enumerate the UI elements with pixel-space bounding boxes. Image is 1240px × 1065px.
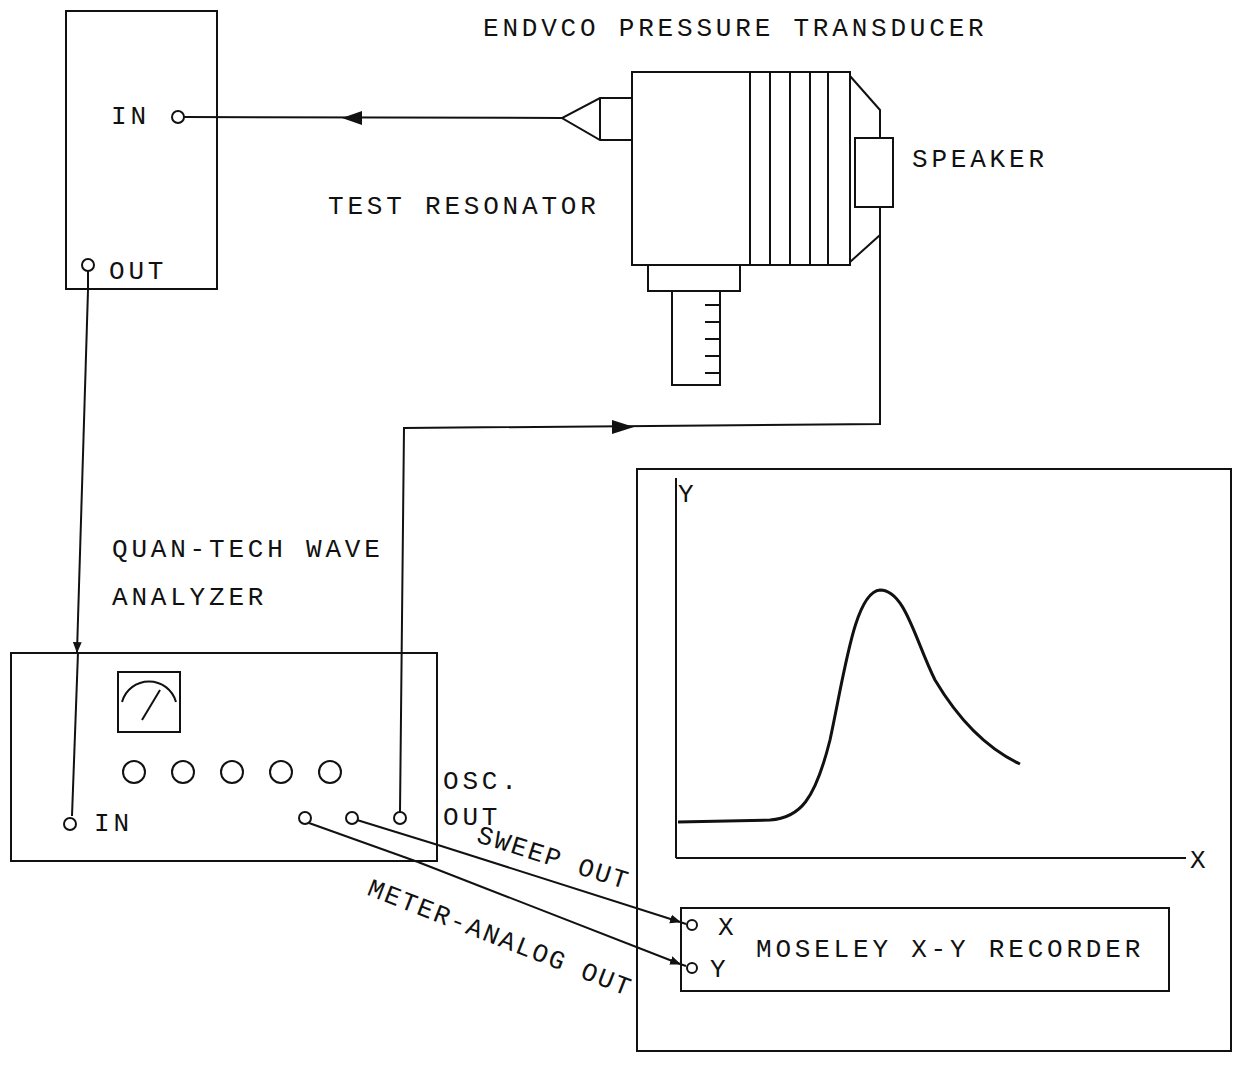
instrument-box: X MOSELEY X-Y RECORDER Y bbox=[680, 907, 1170, 992]
scale-tick bbox=[705, 355, 720, 357]
resonance-curve bbox=[678, 590, 1020, 822]
pressure-transducer bbox=[562, 98, 632, 140]
box-label: X bbox=[1190, 846, 1209, 876]
cable-label: SWEEP OUT bbox=[474, 822, 633, 895]
part-label: SPEAKER bbox=[912, 145, 1048, 175]
resonator-ring bbox=[789, 72, 791, 265]
wire-stub bbox=[87, 271, 89, 290]
terminal bbox=[687, 920, 697, 930]
knob bbox=[319, 761, 341, 783]
terminal bbox=[394, 812, 406, 824]
box-label: OUT bbox=[109, 257, 167, 287]
knob bbox=[270, 761, 292, 783]
terminal bbox=[64, 818, 76, 830]
box-label: Y bbox=[678, 480, 697, 510]
terminal bbox=[299, 812, 311, 824]
box-label: IN bbox=[94, 809, 133, 839]
drive-wire bbox=[400, 207, 880, 812]
tube bbox=[672, 291, 720, 385]
wire-stub bbox=[72, 652, 78, 816]
signal-cable bbox=[77, 290, 88, 652]
x-axis bbox=[676, 857, 1186, 859]
box-label: MOSELEY X-Y RECORDER bbox=[756, 935, 1144, 965]
meter bbox=[118, 672, 180, 732]
terminal bbox=[346, 812, 358, 824]
knob bbox=[123, 761, 145, 783]
knob bbox=[172, 761, 194, 783]
arrowhead bbox=[342, 111, 362, 125]
arrowhead bbox=[612, 420, 634, 434]
part-label: ENDVCO PRESSURE TRANSDUCER bbox=[483, 14, 987, 44]
resonator-ring bbox=[827, 72, 829, 265]
box-label: Y bbox=[710, 955, 729, 985]
speaker bbox=[855, 138, 893, 207]
signal-wire bbox=[184, 117, 562, 118]
meter-needle bbox=[142, 690, 160, 720]
scale-tick bbox=[705, 321, 720, 323]
instrument-box: IN OUT bbox=[65, 10, 218, 290]
box-label: IN bbox=[111, 102, 150, 132]
box-label: X bbox=[718, 913, 737, 943]
instrument-box: QUAN-TECH WAVE ANALYZERIN bbox=[10, 652, 438, 862]
resonator-ring bbox=[769, 72, 771, 265]
scale-tick bbox=[705, 304, 720, 306]
wire-stub bbox=[309, 823, 418, 862]
box-label: QUAN-TECH WAVE ANALYZER bbox=[112, 526, 392, 622]
resonator-body bbox=[632, 72, 850, 265]
resonator-ring bbox=[749, 72, 751, 265]
scale-tick bbox=[705, 372, 720, 374]
terminal bbox=[687, 963, 697, 973]
instrument-box: YXXMOSELEY X-Y RECORDERY bbox=[636, 468, 1232, 1052]
resonator-ring bbox=[809, 72, 811, 265]
terminal bbox=[172, 111, 184, 123]
y-axis bbox=[675, 478, 677, 858]
part-label: OSC. OUT bbox=[443, 764, 543, 836]
tube-collar bbox=[648, 265, 740, 291]
meter-arc bbox=[122, 681, 176, 702]
terminal bbox=[82, 259, 94, 271]
pressure-transducer bbox=[599, 98, 601, 140]
knob bbox=[221, 761, 243, 783]
scale-tick bbox=[705, 338, 720, 340]
part-label: TEST RESONATOR bbox=[328, 192, 600, 222]
